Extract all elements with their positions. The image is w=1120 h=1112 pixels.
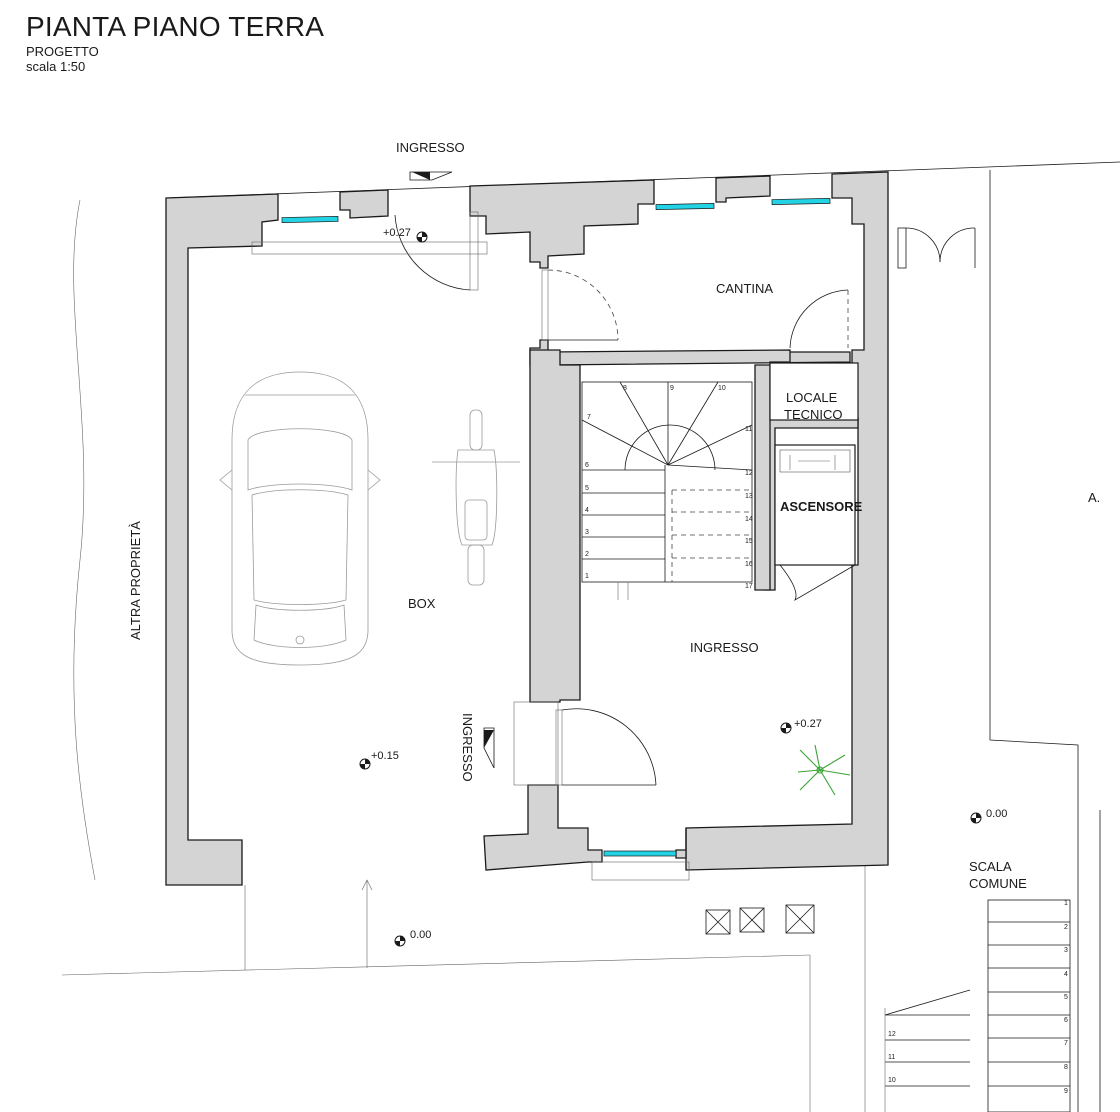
common-step-11: 11 [888,1054,895,1061]
level-ingresso: +0.27 [794,718,822,730]
main-stair [581,381,753,600]
room-scala-line1: SCALA [969,859,1012,874]
door-box-swing [394,214,471,291]
bottom-street-line [61,954,811,976]
room-adjacent-partial: A. [1088,490,1100,505]
door-box-leaf [469,211,479,291]
drawing-scale: scala 1:50 [26,59,86,74]
step-15: 15 [745,538,753,545]
common-step-9: 9 [1064,1088,1068,1095]
common-step-6: 6 [1064,1017,1068,1024]
step-1: 1 [585,573,589,580]
level-street: 0.00 [410,929,431,941]
elevator-door-swing [779,564,856,602]
level-marker-right-court [970,812,982,824]
room-cantina: CANTINA [716,281,773,296]
common-stair [884,899,1071,1112]
room-scala-line2: COMUNE [969,876,1027,891]
step-17: 17 [745,583,753,590]
level-top-entry: +0.27 [383,227,411,239]
room-locale-line2: TECNICO [784,407,843,422]
step-16: 16 [745,561,753,568]
neighbour-door-swing-2 [939,227,976,263]
room-ingresso: INGRESSO [690,640,759,655]
plant-symbol [797,744,851,796]
door-cantina-leaf [541,269,549,341]
room-box: BOX [408,596,436,611]
door-ingresso-swing [561,708,657,786]
common-step-5: 5 [1064,994,1068,1001]
box-door-threshold [251,241,488,255]
step-6: 6 [585,462,589,469]
entry-arrow-side-fill [484,730,494,748]
step-3: 3 [585,529,589,536]
motorbike-symbol [432,409,520,586]
common-step-12: 12 [888,1031,896,1038]
neighbour-door-swing-1 [905,227,941,263]
common-step-7: 7 [1064,1040,1068,1047]
wall-top-centre [469,179,655,269]
step-12: 12 [745,470,753,477]
window-box-top [281,216,339,223]
ramp-arrow [361,879,373,891]
step-5: 5 [585,485,589,492]
left-boundary-line [73,199,96,881]
common-step-4: 4 [1064,971,1068,978]
step-14: 14 [745,516,753,523]
room-ascensore: ASCENSORE [780,499,863,514]
common-step-1: 1 [1064,900,1068,907]
label-ingresso-side: INGRESSO [460,713,475,782]
wall-box-left [165,193,279,886]
door-ingresso-leaf [555,709,563,786]
level-marker-street [394,935,406,947]
window-cantina-2 [771,198,831,205]
wall-bottom-right-jamb [675,828,687,859]
wall-top-cantina-mid [715,175,771,203]
bollards [705,904,815,935]
car-symbol [219,371,381,666]
drawing-title: PIANTA PIANO TERRA [26,11,325,42]
entry-arrow-top-fill [412,172,430,180]
wall-stair-right [754,364,771,591]
level-marker-top-entry [416,231,428,243]
label-altra-proprieta: ALTRA PROPRIETÀ [128,521,143,640]
ingresso-door-recess [513,701,559,786]
neighbour-building-outline [989,170,1079,1112]
common-step-8: 8 [1064,1064,1068,1071]
drawing-subtitle: PROGETTO [26,44,99,59]
title-block: PIANTA PIANO TERRA PROGETTO scala 1:50 [26,10,324,74]
room-locale-line1: LOCALE [786,390,838,405]
level-marker-ingresso [780,722,792,734]
common-step-10: 10 [888,1077,896,1084]
elevator-shaft [774,444,856,566]
label-ingresso-top: INGRESSO [396,140,465,155]
step-4: 4 [585,507,589,514]
locale-tecnico-room [769,362,859,421]
step-2: 2 [585,551,589,558]
level-marker-box [359,758,371,770]
wall-top-mid-left [339,189,389,219]
step-11: 11 [745,426,752,433]
door-locale-swing [789,289,849,349]
wall-stair-core [529,349,581,703]
common-step-3: 3 [1064,947,1068,954]
neighbour-door-frame-1 [897,227,907,269]
step-9: 9 [670,385,674,392]
step-8: 8 [623,385,627,392]
level-right-court: 0.00 [986,808,1007,820]
step-10: 10 [718,385,726,392]
step-7: 7 [587,414,591,421]
step-13: 13 [745,493,753,500]
door-cantina-swing [547,269,619,341]
wall-bottom-centre [483,784,603,871]
level-box: +0.15 [371,750,399,762]
common-step-2: 2 [1064,924,1068,931]
elevator-machine [779,449,851,473]
window-cantina-1 [655,203,715,210]
sill-bottom [591,861,690,881]
window-ingresso-bottom [603,850,677,857]
